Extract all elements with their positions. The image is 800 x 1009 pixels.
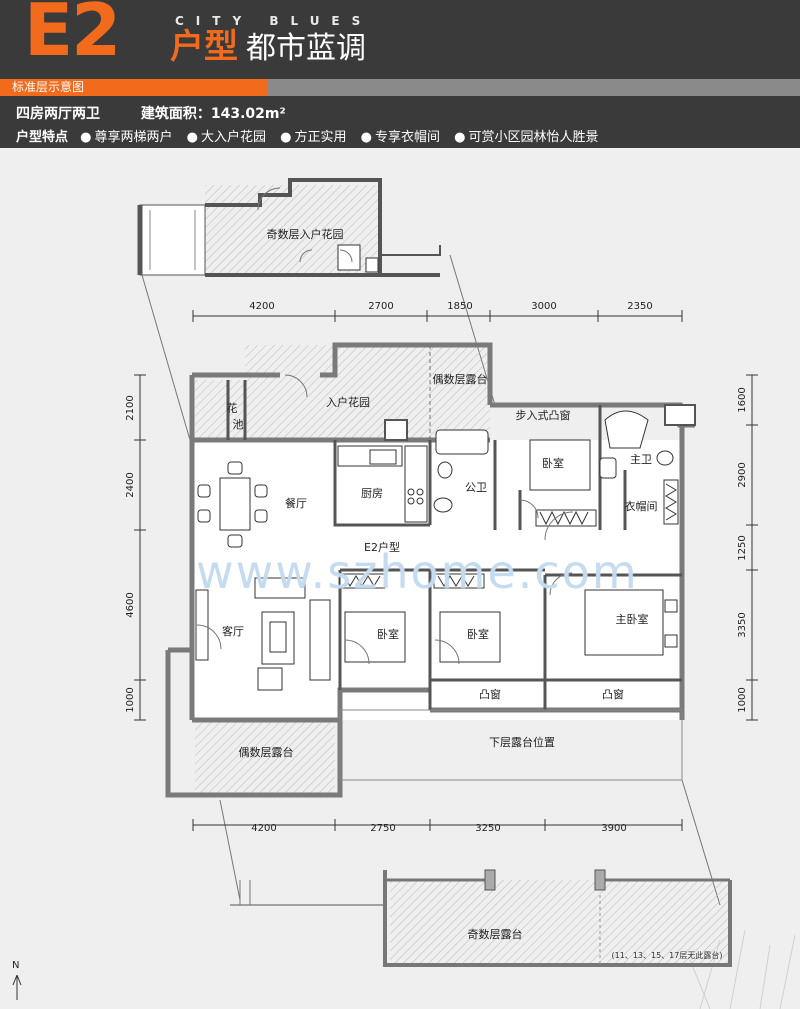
unit-summary: 四房两厅两卫 建筑面积：143.02m² bbox=[16, 103, 286, 123]
master-bath-fixtures bbox=[599, 410, 674, 479]
room-label-kitchen: 厨房 bbox=[361, 487, 383, 500]
right-dimension-line bbox=[746, 374, 758, 721]
room-label-living: 客厅 bbox=[222, 624, 244, 638]
odd-terrace-note: (11、13、15、17层无此露台) bbox=[612, 950, 723, 960]
room-label-odd-garden: 奇数层入户花园 bbox=[267, 227, 344, 241]
odd-floor-terrace-plan: 奇数层露台 (11、13、15、17层无此露台) bbox=[230, 869, 732, 967]
door-swings bbox=[196, 374, 574, 665]
room-label-dining: 餐厅 bbox=[285, 496, 307, 510]
subtitle-bar bbox=[0, 79, 268, 96]
beds bbox=[344, 439, 678, 663]
dim-left-4: 1000 bbox=[125, 687, 136, 712]
feature-item: ●专享衣帽间 bbox=[360, 130, 441, 145]
feature-item: ●方正实用 bbox=[280, 130, 347, 145]
features-row: 户型特点 ●尊享两梯两户 ●大入户花园 ●方正实用 ●专享衣帽间 ●可赏小区园林… bbox=[16, 126, 609, 145]
brand-cn: 都市蓝调 bbox=[246, 31, 366, 66]
dining-furniture bbox=[197, 461, 268, 548]
main-unit-plan: 花 池 入户花园 偶数层露台 步入式凸窗 卧室 主卫 衣帽间 餐厅 厨房 公卫 … bbox=[165, 342, 696, 798]
room-label-even-terrace-top: 偶数层露台 bbox=[433, 372, 488, 386]
feature-item: ●大入户花园 bbox=[186, 130, 267, 145]
dim-left-1: 2100 bbox=[125, 395, 136, 420]
dim-top-3: 1850 bbox=[447, 301, 472, 312]
kitchen-fixtures bbox=[337, 445, 428, 523]
room-label-public-bath: 公卫 bbox=[465, 481, 487, 494]
room-label-cloakroom: 衣帽间 bbox=[625, 499, 658, 513]
brand-en: CITY BLUES bbox=[175, 14, 373, 28]
room-label-lower-terrace: 下层露台位置 bbox=[489, 735, 555, 749]
room-label-walkin-bay: 步入式凸窗 bbox=[516, 408, 571, 422]
dim-bottom-3: 3250 bbox=[475, 823, 500, 834]
dim-right-1: 1600 bbox=[737, 387, 748, 412]
dim-top-5: 2350 bbox=[627, 301, 652, 312]
room-label-master-bath: 主卫 bbox=[630, 453, 652, 466]
room-label-bedroom-ne: 卧室 bbox=[542, 456, 564, 470]
unit-type-label: 户型 bbox=[170, 27, 238, 67]
dim-right-5: 1000 bbox=[737, 687, 748, 712]
dim-left-3: 4600 bbox=[125, 592, 136, 617]
room-label-bedroom-2: 卧室 bbox=[377, 627, 399, 641]
layout-text: 四房两厅两卫 bbox=[16, 106, 100, 122]
room-label-bay-window-1: 凸窗 bbox=[479, 687, 501, 701]
header-bar: E2 CITY BLUES 户型 都市蓝调 标准层示意图 四房两厅两卫 建筑面积… bbox=[0, 0, 800, 148]
features-label: 户型特点 bbox=[16, 130, 69, 145]
dim-bottom-4: 3900 bbox=[601, 823, 626, 834]
room-label-entry-garden: 入户花园 bbox=[326, 395, 370, 409]
dim-right-2: 2900 bbox=[737, 462, 748, 487]
top-dimension-line bbox=[192, 310, 683, 322]
north-label: N bbox=[12, 960, 20, 971]
room-label-odd-terrace: 奇数层露台 bbox=[468, 927, 523, 941]
subtitle-bar-extension bbox=[268, 79, 800, 96]
dim-bottom-1: 4200 bbox=[251, 823, 276, 834]
dim-top-2: 2700 bbox=[368, 301, 393, 312]
bottom-dimension-line bbox=[192, 819, 683, 831]
feature-item: ●可赏小区园林怡人胜景 bbox=[454, 130, 599, 145]
dim-top-4: 3000 bbox=[531, 301, 556, 312]
living-furniture bbox=[195, 577, 331, 691]
plan-subtitle: 标准层示意图 bbox=[12, 80, 85, 94]
dim-right-3: 1250 bbox=[737, 535, 748, 560]
room-label-master-bedroom: 主卧室 bbox=[616, 612, 649, 626]
background-texture bbox=[689, 929, 796, 1009]
dim-top-1: 4200 bbox=[249, 301, 274, 312]
room-label-bay-window-2: 凸窗 bbox=[602, 687, 624, 701]
model-code: E2 bbox=[24, 0, 121, 72]
public-bath-fixtures bbox=[433, 429, 489, 513]
room-label-flower-bed-2: 池 bbox=[233, 418, 244, 431]
room-label-even-terrace-bottom: 偶数层露台 bbox=[239, 745, 294, 759]
room-label-bedroom-3: 卧室 bbox=[467, 627, 489, 641]
dim-left-2: 2400 bbox=[125, 472, 136, 497]
watermark: www.szhome.com bbox=[196, 545, 639, 599]
room-label-flower-bed-1: 花 bbox=[227, 402, 238, 415]
area-value: 143.02m² bbox=[210, 106, 286, 122]
area-label: 建筑面积： bbox=[140, 106, 211, 122]
left-dimension-line bbox=[134, 374, 146, 721]
north-arrow-icon bbox=[12, 974, 22, 1000]
feature-item: ●尊享两梯两户 bbox=[80, 130, 173, 145]
dim-right-4: 3350 bbox=[737, 612, 748, 637]
unit-label: E2户型 bbox=[364, 540, 400, 554]
odd-floor-garden-plan: 奇数层入户花园 bbox=[137, 178, 441, 277]
dim-bottom-2: 2750 bbox=[370, 823, 395, 834]
